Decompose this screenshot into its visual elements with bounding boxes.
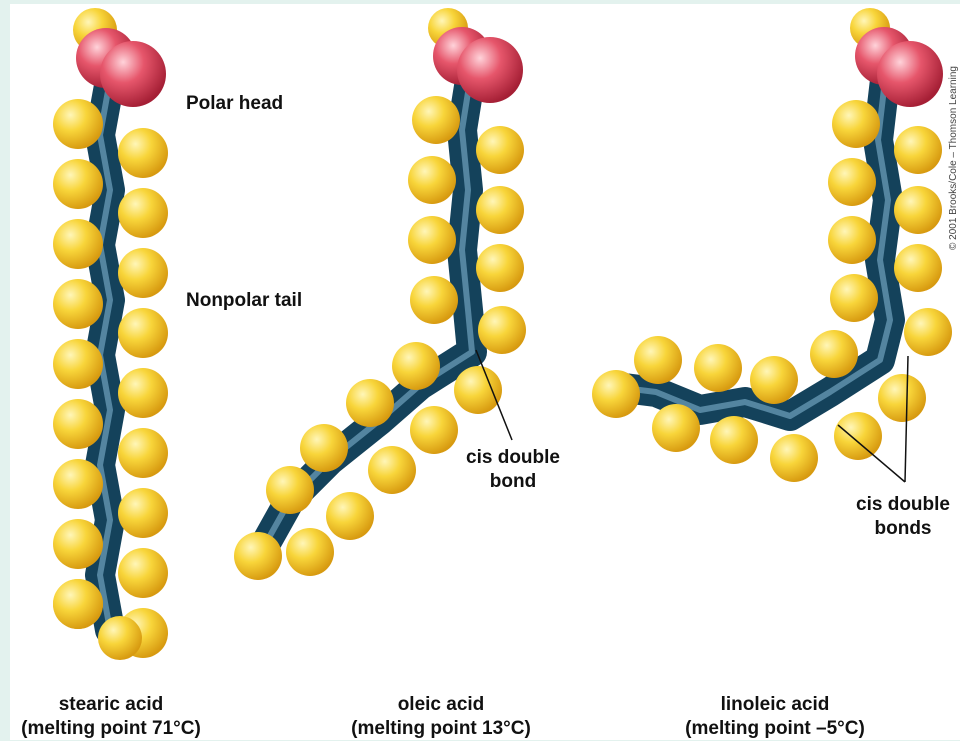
hydrogen-atom (53, 99, 103, 149)
hydrogen-atom (98, 616, 142, 660)
oxygen-atom (877, 41, 943, 107)
cis-double-bond-label: cis double bond (454, 446, 572, 494)
hydrogen-atom (118, 248, 168, 298)
oleic-acid-melting-point: (melting point 13°C) (328, 717, 554, 741)
hydrogen-atom (392, 342, 440, 390)
oleic-acid-caption: oleic acid (melting point 13°C) (328, 693, 554, 741)
hydrogen-atom (476, 126, 524, 174)
hydrogen-atom (904, 308, 952, 356)
hydrogen-atom (810, 330, 858, 378)
hydrogen-atom (53, 159, 103, 209)
oxygen-atom (100, 41, 166, 107)
hydrogen-atom (286, 528, 334, 576)
cis-double-bonds-label: cis double bonds (846, 493, 960, 541)
hydrogen-atom (830, 274, 878, 322)
hydrogen-atom (300, 424, 348, 472)
linoleic-acid-molecule (592, 8, 952, 482)
hydrogen-atom (750, 356, 798, 404)
hydrogen-atom (266, 466, 314, 514)
cis-double-bonds-line2: bonds (846, 517, 960, 541)
hydrogen-atom (53, 339, 103, 389)
hydrogen-atom (454, 366, 502, 414)
hydrogen-atom (118, 308, 168, 358)
hydrogen-atom (53, 579, 103, 629)
copyright-notice: © 2001 Brooks/Cole – Thomson Learning (948, 66, 959, 250)
hydrogen-atom (694, 344, 742, 392)
hydrogen-atom (476, 186, 524, 234)
hydrogen-atom (408, 216, 456, 264)
hydrogen-atom (53, 279, 103, 329)
hydrogen-atom (118, 188, 168, 238)
stearic-acid-caption: stearic acid (melting point 71°C) (0, 693, 222, 741)
hydrogen-atom (118, 488, 168, 538)
cis-double-bonds-line1: cis double (846, 493, 960, 517)
hydrogen-atom (118, 428, 168, 478)
hydrogen-atom (834, 412, 882, 460)
linoleic-acid-name: linoleic acid (662, 693, 888, 717)
hydrogen-atom (828, 158, 876, 206)
hydrogen-atom (326, 492, 374, 540)
oxygen-atom (457, 37, 523, 103)
hydrogen-atom (710, 416, 758, 464)
hydrogen-atom (53, 219, 103, 269)
cis-double-bond-line2: bond (454, 470, 572, 494)
oleic-acid-name: oleic acid (328, 693, 554, 717)
hydrogen-atom (634, 336, 682, 384)
hydrogen-atom (368, 446, 416, 494)
hydrogen-atom (894, 126, 942, 174)
hydrogen-atom (878, 374, 926, 422)
hydrogen-atom (410, 406, 458, 454)
hydrogen-atom (894, 186, 942, 234)
stearic-acid-melting-point: (melting point 71°C) (0, 717, 222, 741)
hydrogen-atom (412, 96, 460, 144)
cis-double-bond-line1: cis double (454, 446, 572, 470)
hydrogen-atom (408, 156, 456, 204)
hydrogen-atom (828, 216, 876, 264)
hydrogen-atom (770, 434, 818, 482)
nonpolar-tail-label: Nonpolar tail (186, 289, 302, 313)
hydrogen-atom (832, 100, 880, 148)
linoleic-acid-caption: linoleic acid (melting point –5°C) (662, 693, 888, 741)
hydrogen-atom (592, 370, 640, 418)
hydrogen-atom (652, 404, 700, 452)
hydrogen-atom (894, 244, 942, 292)
stearic-acid-molecule (53, 8, 168, 660)
hydrogen-atom (410, 276, 458, 324)
hydrogen-atom (478, 306, 526, 354)
linoleic-acid-melting-point: (melting point –5°C) (662, 717, 888, 741)
hydrogen-atom (476, 244, 524, 292)
hydrogen-atom (118, 368, 168, 418)
hydrogen-atom (53, 519, 103, 569)
hydrogen-atom (53, 399, 103, 449)
hydrogen-atom (234, 532, 282, 580)
hydrogen-atom (53, 459, 103, 509)
hydrogen-atom (118, 548, 168, 598)
hydrogen-atom (118, 128, 168, 178)
hydrogen-atom (346, 379, 394, 427)
polar-head-label: Polar head (186, 92, 283, 116)
stearic-acid-name: stearic acid (0, 693, 222, 717)
